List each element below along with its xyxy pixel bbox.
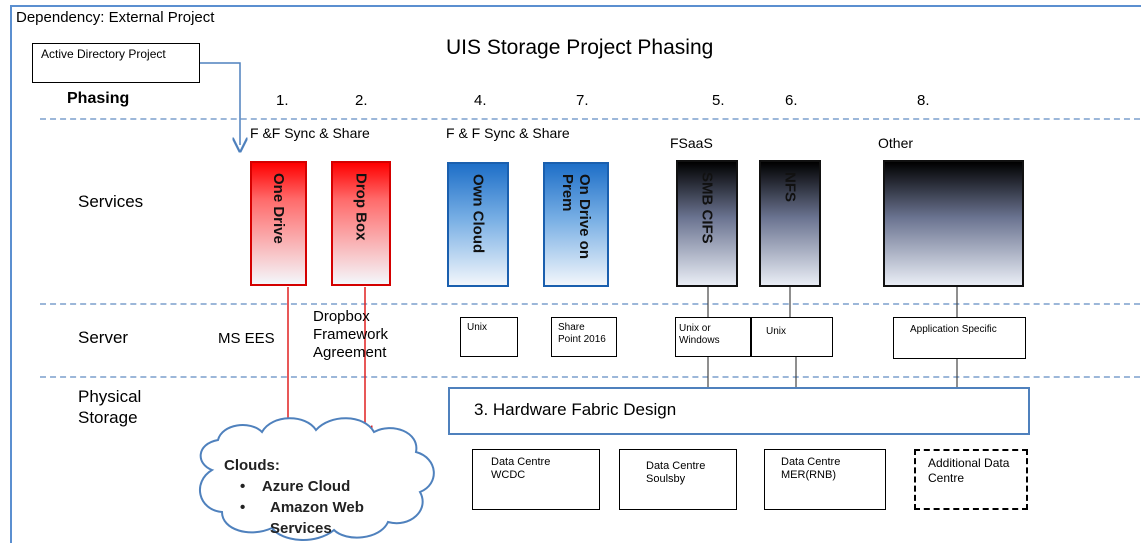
server-box-label: Unix <box>766 326 787 337</box>
dependency-arrow <box>200 62 240 145</box>
dependency-label: Dependency: External Project <box>16 9 215 26</box>
data-centre-additional: Additional Data Centre <box>914 449 1028 510</box>
phase-number: 8. <box>917 92 930 109</box>
phase-number: 1. <box>276 92 289 109</box>
group-label-fsaas: FSaaS <box>670 135 713 151</box>
cloud-name: Azure Cloud <box>261 478 351 495</box>
service-label: Own Cloud <box>469 174 487 254</box>
server-box-unix-owncloud: Unix <box>460 317 518 357</box>
separator-phasing <box>40 118 1140 120</box>
clouds-heading: Clouds: <box>224 457 280 474</box>
data-centre-label: Data Centre MER(RNB) <box>781 456 841 481</box>
group-label-ff-left: F &F Sync & Share <box>250 125 370 141</box>
row-label-physical-storage: Physical Storage <box>78 387 142 427</box>
diagram-title: UIS Storage Project Phasing <box>446 36 714 59</box>
cloud-name: Amazon Web Services <box>270 499 364 537</box>
active-directory-project-label: Active Directory Project <box>41 47 166 61</box>
data-centre-mer-rnb: Data Centre MER(RNB) <box>764 449 886 510</box>
server-box-label: Application Specific <box>910 324 997 335</box>
phase-number: 2. <box>355 92 368 109</box>
phase-number: 4. <box>474 92 487 109</box>
data-centre-wcdc: Data Centre WCDC <box>472 449 600 510</box>
service-label: Drop Box <box>352 173 370 241</box>
service-bar-drop-box: Drop Box <box>331 161 391 286</box>
server-box-label: Unix <box>467 322 488 333</box>
service-label: NFS <box>781 172 799 202</box>
server-box-unix-or-windows: Unix or Windows <box>675 317 751 357</box>
separator-services <box>40 303 1140 305</box>
server-box-label: Share Point 2016 <box>558 322 606 345</box>
data-centre-label: Data Centre WCDC <box>491 456 551 481</box>
phase-number: 6. <box>785 92 798 109</box>
service-bar-on-drive-on-prem: On Drive on Prem <box>543 162 609 287</box>
data-centre-label: Additional Data Centre <box>928 456 1010 485</box>
service-bar-smb-cifs: SMB CIFS <box>676 160 738 287</box>
diagram-frame <box>10 5 1141 543</box>
service-bar-other <box>883 160 1024 287</box>
service-label: SMB CIFS <box>698 172 716 244</box>
server-box-unix-nfs: Unix <box>751 317 833 357</box>
phase-number: 5. <box>712 92 725 109</box>
active-directory-project-box: Active Directory Project <box>32 43 200 83</box>
row-label-services: Services <box>78 192 144 211</box>
data-centre-soulsby: Data Centre Soulsby <box>619 449 737 510</box>
server-box-application-specific: Application Specific <box>893 317 1026 359</box>
cloud-shape <box>199 417 435 541</box>
service-bar-own-cloud: Own Cloud <box>447 162 509 287</box>
phase-number: 7. <box>576 92 589 109</box>
server-box-label: Unix or Windows <box>679 323 720 346</box>
service-label: On Drive on Prem <box>559 174 593 260</box>
server-box-sharepoint: Share Point 2016 <box>551 317 617 357</box>
data-centre-label: Data Centre Soulsby <box>646 460 706 485</box>
hardware-fabric-box: 3. Hardware Fabric Design <box>448 387 1030 435</box>
service-bar-one-drive: One Drive <box>250 161 307 286</box>
cloud-list-item: • Azure Cloud <box>240 478 351 495</box>
service-bar-nfs: NFS <box>759 160 821 287</box>
hardware-fabric-label: 3. Hardware Fabric Design <box>474 400 677 419</box>
group-label-other: Other <box>878 135 914 151</box>
server-label-dropbox-agreement: Dropbox Framework Agreement <box>313 308 389 361</box>
server-label-ms-ees: MS EES <box>218 330 275 347</box>
group-label-ff-right: F & F Sync & Share <box>446 125 570 141</box>
service-label: One Drive <box>270 173 287 244</box>
separator-server <box>40 376 1140 378</box>
row-label-phasing: Phasing <box>67 90 130 107</box>
row-label-server: Server <box>78 328 129 347</box>
